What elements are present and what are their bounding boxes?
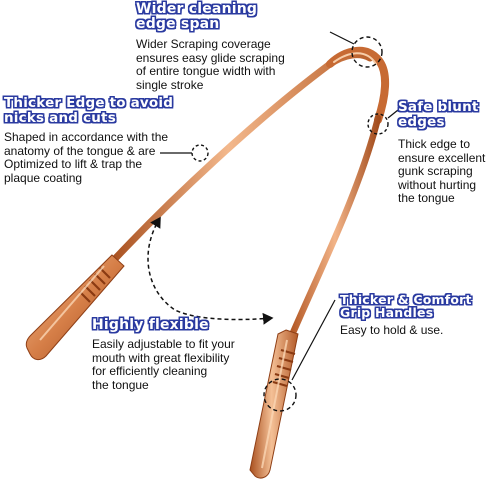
body-grip-handles: Easy to hold & use.: [340, 323, 444, 337]
callout-thicker-edge: Thicker Edge to avoid nicks and cuts Sha…: [4, 96, 214, 185]
heading-safe-edges: Safe blunt edges: [398, 99, 479, 130]
body-flexible: Easily adjustable to fit your mouth with…: [92, 337, 235, 392]
highlight-circle-blade: [351, 36, 383, 68]
callout-wider-edge: Wider cleaning edge span Wider Scraping …: [136, 2, 336, 92]
left-handle: [25, 254, 125, 361]
heading-thicker-edge: Thicker Edge to avoid nicks and cuts: [4, 95, 174, 126]
body-safe-edges: Thick edge to ensure excellent gunk scra…: [398, 137, 486, 205]
body-thicker-edge: Shaped in accordance with the anatomy of…: [4, 130, 169, 185]
right-handle: [249, 329, 299, 479]
scraper-blade: [326, 46, 389, 124]
leader-wider: [329, 31, 355, 45]
callout-flexible: Highly flexible Easily adjustable to fit…: [92, 318, 282, 392]
heading-flexible: Highly flexible: [92, 317, 209, 333]
leader-grip: [291, 299, 336, 381]
flex-arrow: [147, 216, 274, 325]
scraper-right-arm: [288, 114, 382, 339]
leader-safe: [387, 109, 399, 119]
body-wider-edge: Wider Scraping coverage ensures easy gli…: [136, 37, 285, 92]
highlight-circle-right-edge: [367, 113, 389, 135]
heading-wider-edge: Wider cleaning edge span: [136, 1, 258, 32]
heading-grip-handles: Thicker & Comfort Grip Handles: [340, 292, 472, 320]
callout-grip-handles: Thicker & Comfort Grip Handles Easy to h…: [340, 293, 498, 338]
callout-safe-edges: Safe blunt edges Thick edge to ensure ex…: [398, 100, 498, 206]
highlight-circle-grip: [263, 378, 297, 412]
